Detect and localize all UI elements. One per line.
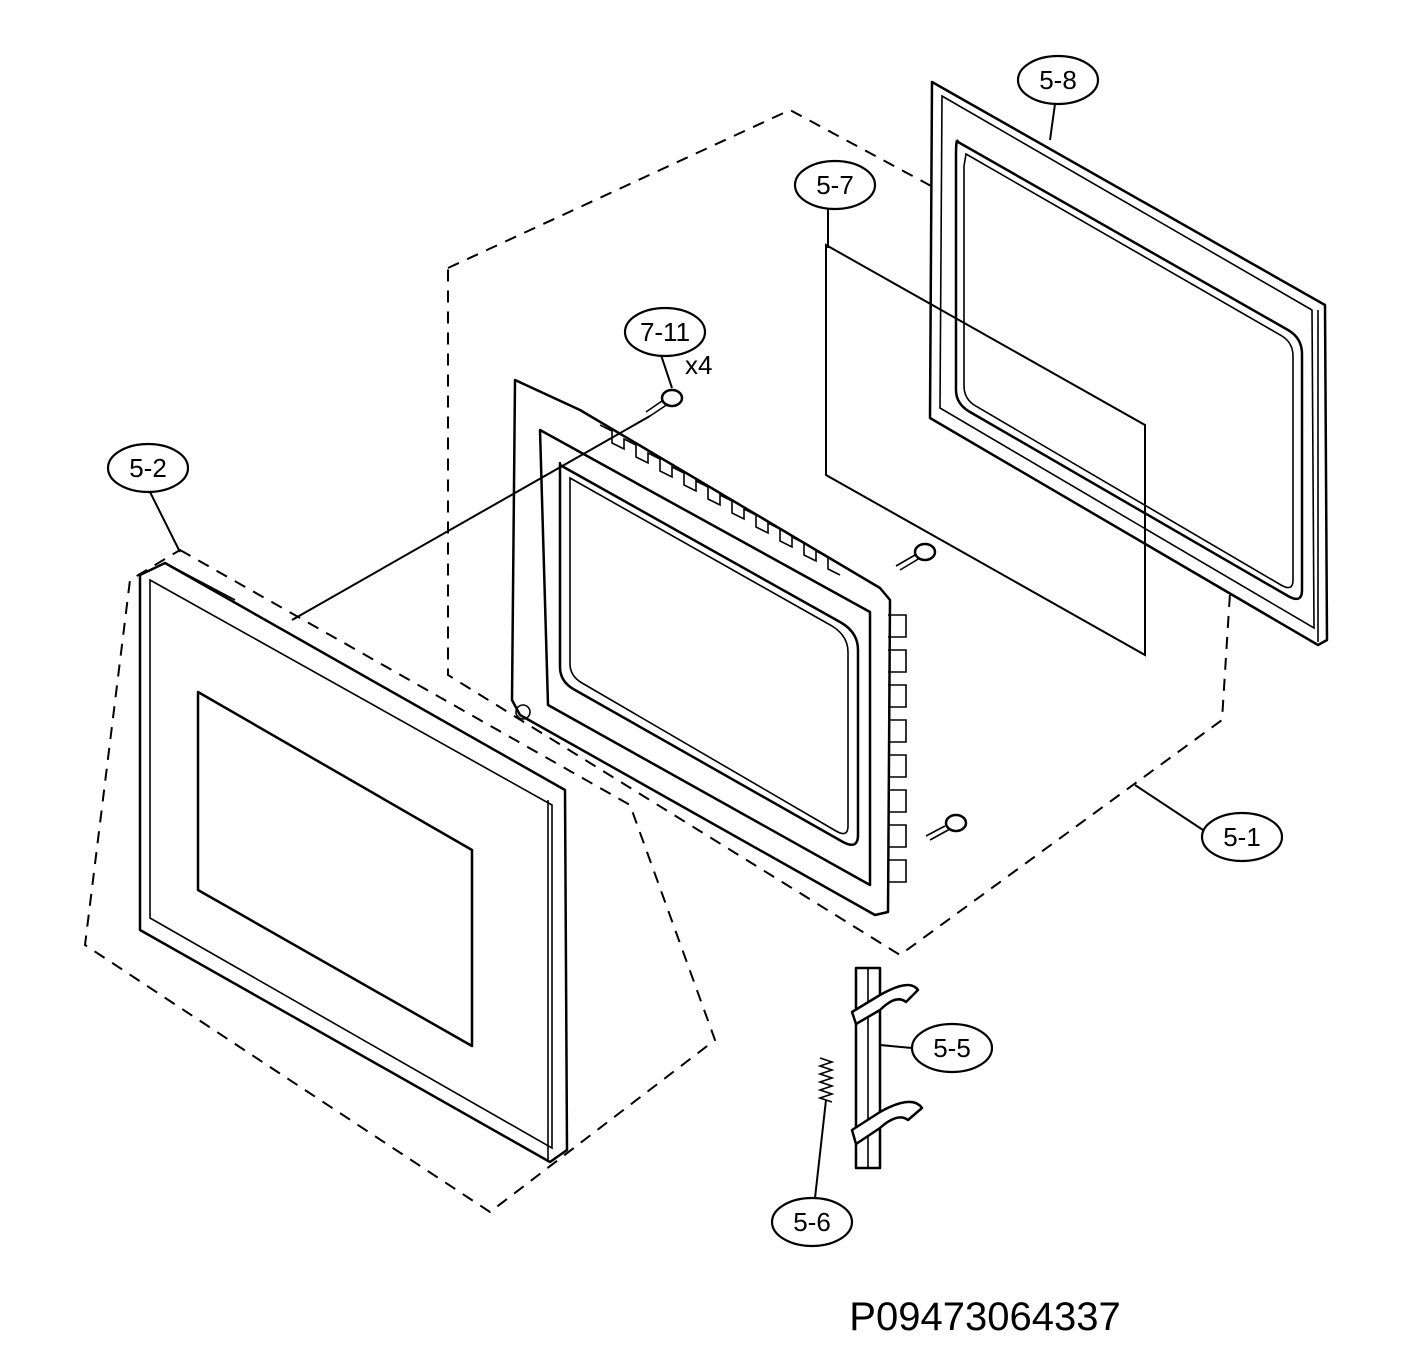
assembly-5-1-boundary bbox=[447, 108, 1247, 957]
screw-middle-icon bbox=[895, 542, 937, 571]
leader-5-2 bbox=[149, 491, 181, 553]
leader-7-11-screw bbox=[291, 415, 651, 621]
svg-text:7-11: 7-11 bbox=[640, 317, 690, 347]
callout-5-8: 5-8 bbox=[1016, 54, 1100, 106]
callout-7-11: 7-11 bbox=[623, 306, 707, 358]
leader-5-5 bbox=[879, 1044, 913, 1049]
svg-text:5-6: 5-6 bbox=[793, 1207, 831, 1237]
svg-text:5-8: 5-8 bbox=[1039, 65, 1077, 95]
screw-bottom-icon bbox=[925, 813, 968, 841]
reference-code: P09473064337 bbox=[849, 1295, 1120, 1339]
leader-5-8 bbox=[1049, 103, 1056, 141]
part-5-5-latch bbox=[850, 966, 924, 1170]
callout-5-7: 5-7 bbox=[793, 159, 877, 211]
assembly-5-2-boundary bbox=[83, 548, 717, 1214]
part-5-7-screen-sheet bbox=[825, 243, 1146, 657]
svg-text:5-2: 5-2 bbox=[129, 453, 167, 483]
callout-5-6: 5-6 bbox=[770, 1196, 854, 1248]
part-5-6-spring-icon bbox=[817, 1057, 835, 1103]
svg-text:5-5: 5-5 bbox=[933, 1033, 971, 1063]
callout-5-5: 5-5 bbox=[910, 1022, 994, 1074]
door-inner-frame bbox=[510, 378, 907, 917]
screw-top-icon bbox=[645, 388, 684, 417]
leader-5-1 bbox=[1134, 784, 1204, 831]
callout-5-1: 5-1 bbox=[1200, 811, 1284, 863]
callout-5-2: 5-2 bbox=[106, 442, 190, 494]
callout-7-11-quantity: x4 bbox=[685, 350, 712, 380]
part-5-2-door-panel bbox=[138, 561, 569, 1164]
leader-7-11 bbox=[659, 351, 673, 389]
part-5-8-rear-frame bbox=[928, 80, 1329, 647]
svg-text:5-1: 5-1 bbox=[1223, 822, 1261, 852]
svg-text:5-7: 5-7 bbox=[816, 170, 854, 200]
leader-5-6 bbox=[814, 1099, 827, 1199]
